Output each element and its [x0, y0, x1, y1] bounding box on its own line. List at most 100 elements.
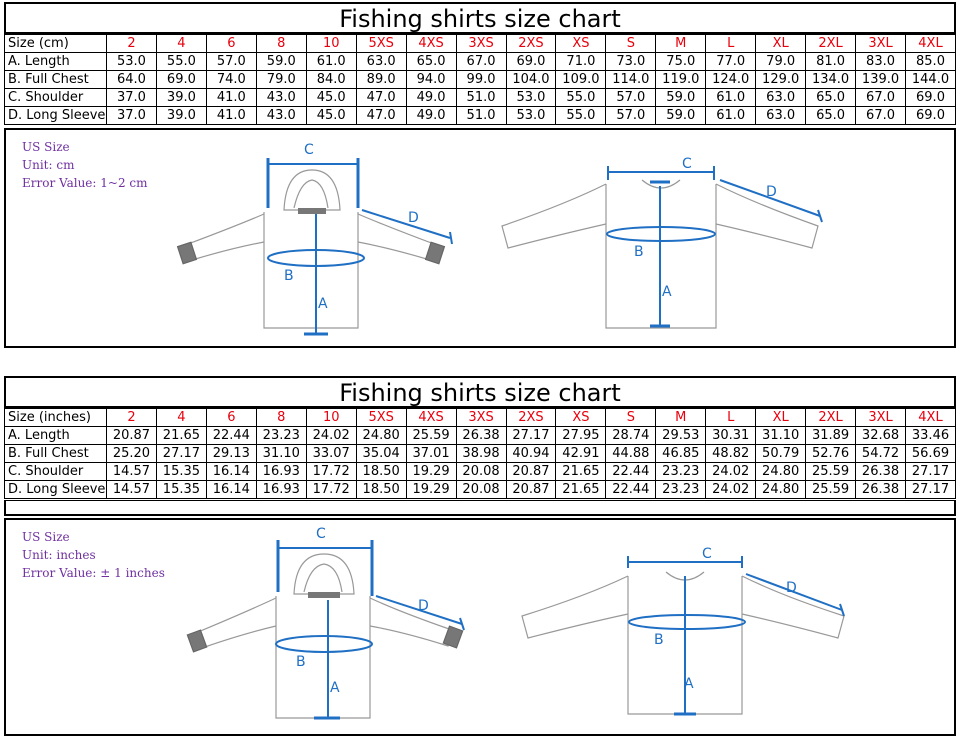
table-cell: 20.87 [505, 462, 557, 481]
hood-inner [293, 179, 329, 209]
tshirt-diagram [501, 179, 819, 329]
table-cell: 99.0 [455, 70, 507, 89]
table-cell: 27.17 [505, 426, 557, 445]
garment-diagrams: C D B A C D [176, 142, 823, 336]
label-b: B [284, 268, 294, 284]
table-cell: 73.0 [605, 52, 657, 71]
label-d: D [408, 210, 419, 226]
table-cell: 69.0 [905, 106, 956, 125]
note-line: Unit: inches [22, 548, 96, 562]
label-a: A [330, 680, 340, 696]
note-line: Error Value: ± 1 inches [22, 566, 165, 580]
row-label: C. Shoulder [4, 88, 107, 107]
size-header-cell: 4 [155, 34, 207, 53]
size-header-cell: S [605, 34, 657, 53]
table-cell: 56.69 [905, 444, 956, 463]
table-cell: 51.0 [455, 106, 507, 125]
label-a: A [318, 296, 328, 312]
table-cell: 20.87 [505, 480, 557, 499]
table-cell: 129.0 [755, 70, 807, 89]
table-cell: 85.0 [905, 52, 956, 71]
table-cell: 59.0 [255, 52, 307, 71]
note-line: Error Value: 1~2 cm [22, 176, 148, 190]
row-label: B. Full Chest [4, 70, 107, 89]
table-cell: 57.0 [605, 88, 657, 107]
label-b: B [634, 244, 644, 260]
label-a: A [684, 676, 694, 692]
table-cell: 27.95 [555, 426, 607, 445]
table-cell: 21.65 [155, 426, 207, 445]
table-cell: 44.88 [605, 444, 657, 463]
table-cell: 37.0 [106, 88, 157, 107]
table-cell: 16.93 [255, 480, 307, 499]
table-cell: 41.0 [205, 106, 257, 125]
table-cell: 22.44 [605, 462, 657, 481]
table-cell: 27.17 [155, 444, 207, 463]
table-cell: 69.0 [155, 70, 207, 89]
table-cell: 83.0 [855, 52, 906, 71]
table-cell: 31.10 [755, 426, 807, 445]
label-d: D [766, 184, 777, 200]
table-cell: 42.91 [555, 444, 607, 463]
table-cell: 19.29 [405, 462, 457, 481]
table-cell: 43.0 [255, 106, 307, 125]
table-cell: 89.0 [355, 70, 407, 89]
tshirt-measures [606, 166, 823, 328]
hoodie-right-cuff [424, 241, 446, 265]
table-cell: 24.02 [705, 480, 757, 499]
tshirt-body [605, 184, 717, 329]
table-cell: 61.0 [705, 106, 757, 125]
table-cell: 65.0 [805, 106, 857, 125]
table-cell: 20.08 [455, 462, 507, 481]
table-cell: 24.02 [305, 426, 357, 445]
table-cell: 18.50 [355, 480, 407, 499]
table-cell: 51.0 [455, 88, 507, 107]
size-header-cell: 2XL [805, 34, 857, 53]
table-cell: 61.0 [305, 52, 357, 71]
label-a: A [662, 284, 672, 300]
hoodie-measures [266, 158, 453, 336]
size-header-cell: 6 [205, 34, 257, 53]
table-cell: 67.0 [455, 52, 507, 71]
table-cell: 37.01 [405, 444, 457, 463]
size-header-label: Size (inches) [4, 408, 107, 427]
label-c: C [702, 546, 712, 562]
diagram-box: US Size Unit: cm Error Value: 1~2 cm [4, 128, 956, 348]
label-b: B [654, 632, 664, 648]
size-header-cell: 2XL [805, 408, 857, 427]
table-cell: 49.0 [405, 106, 457, 125]
size-header-cell: 4 [155, 408, 207, 427]
table-cell: 63.0 [755, 106, 807, 125]
table-cell: 144.0 [905, 70, 956, 89]
chart-title: Fishing shirts size chart [4, 376, 956, 408]
row-label: C. Shoulder [4, 462, 107, 481]
size-header-cell: XS [555, 34, 607, 53]
table-cell: 25.59 [405, 426, 457, 445]
size-header-cell: 2 [106, 34, 157, 53]
table-cell: 77.0 [705, 52, 757, 71]
table-cell: 16.14 [205, 462, 257, 481]
table-cell: 63.0 [355, 52, 407, 71]
table-cell: 46.85 [655, 444, 707, 463]
table-cell: 74.0 [205, 70, 257, 89]
table-cell: 24.80 [355, 426, 407, 445]
table-cell: 109.0 [555, 70, 607, 89]
hoodie-left-cuff [176, 241, 198, 265]
chart-title: Fishing shirts size chart [4, 2, 956, 34]
table-cell: 94.0 [405, 70, 457, 89]
table-cell: 25.20 [106, 444, 157, 463]
label-c: C [682, 156, 692, 172]
table-cell: 21.65 [555, 480, 607, 499]
size-header-cell: 10 [305, 408, 357, 427]
table-cell: 15.35 [155, 462, 207, 481]
table-cell: 20.87 [106, 426, 157, 445]
size-header-cell: 3XS [455, 408, 507, 427]
tshirt-left-sleeve [501, 183, 607, 249]
hoodie-left-cuff [186, 629, 208, 653]
table-cell: 134.0 [805, 70, 857, 89]
table-cell: 75.0 [655, 52, 707, 71]
size-notes: US Size Unit: cm Error Value: 1~2 cm [22, 138, 148, 192]
